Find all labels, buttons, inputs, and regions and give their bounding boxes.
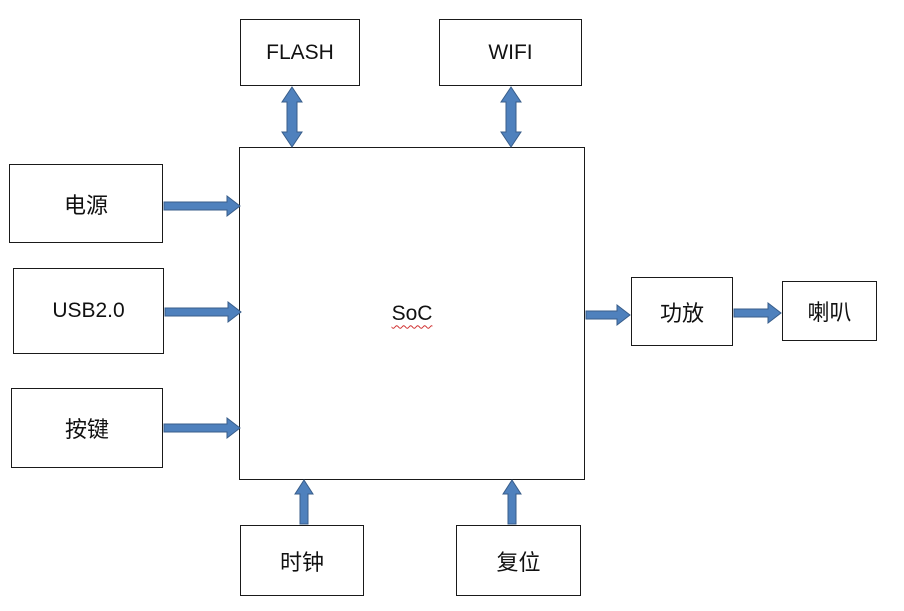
power-label: 电源: [63, 193, 108, 219]
speaker-block: 喇叭: [782, 281, 877, 341]
amplifier-label: 功放: [659, 301, 704, 327]
power-block: 电源: [9, 164, 163, 243]
flash-label: FLASH: [266, 40, 334, 64]
keys-block: 按键: [11, 388, 163, 468]
reset-label: 复位: [496, 550, 541, 576]
flash-soc-arrow: [281, 86, 303, 148]
soc-label: SoC: [391, 301, 433, 325]
soc-amplifier-arrow: [585, 303, 631, 327]
amplifier-block: 功放: [631, 277, 733, 346]
keys-soc-arrow: [163, 416, 241, 440]
wifi-label: WIFI: [488, 40, 533, 64]
usb-soc-arrow: [164, 300, 242, 324]
keys-label: 按键: [64, 418, 109, 443]
usb-label: USB2.0: [52, 299, 125, 322]
clock-soc-arrow: [294, 479, 314, 525]
speaker-label: 喇叭: [807, 301, 852, 326]
clock-block: 时钟: [240, 525, 364, 596]
usb-block: USB2.0: [13, 268, 164, 354]
amplifier-speaker-arrow: [733, 301, 782, 325]
power-soc-arrow: [163, 194, 241, 218]
wifi-soc-arrow: [500, 86, 522, 148]
reset-block: 复位: [456, 525, 581, 596]
clock-label: 时钟: [279, 550, 324, 576]
soc-block: SoC: [239, 147, 585, 480]
flash-block: FLASH: [240, 19, 360, 86]
reset-soc-arrow: [502, 479, 522, 525]
wifi-block: WIFI: [439, 19, 582, 86]
